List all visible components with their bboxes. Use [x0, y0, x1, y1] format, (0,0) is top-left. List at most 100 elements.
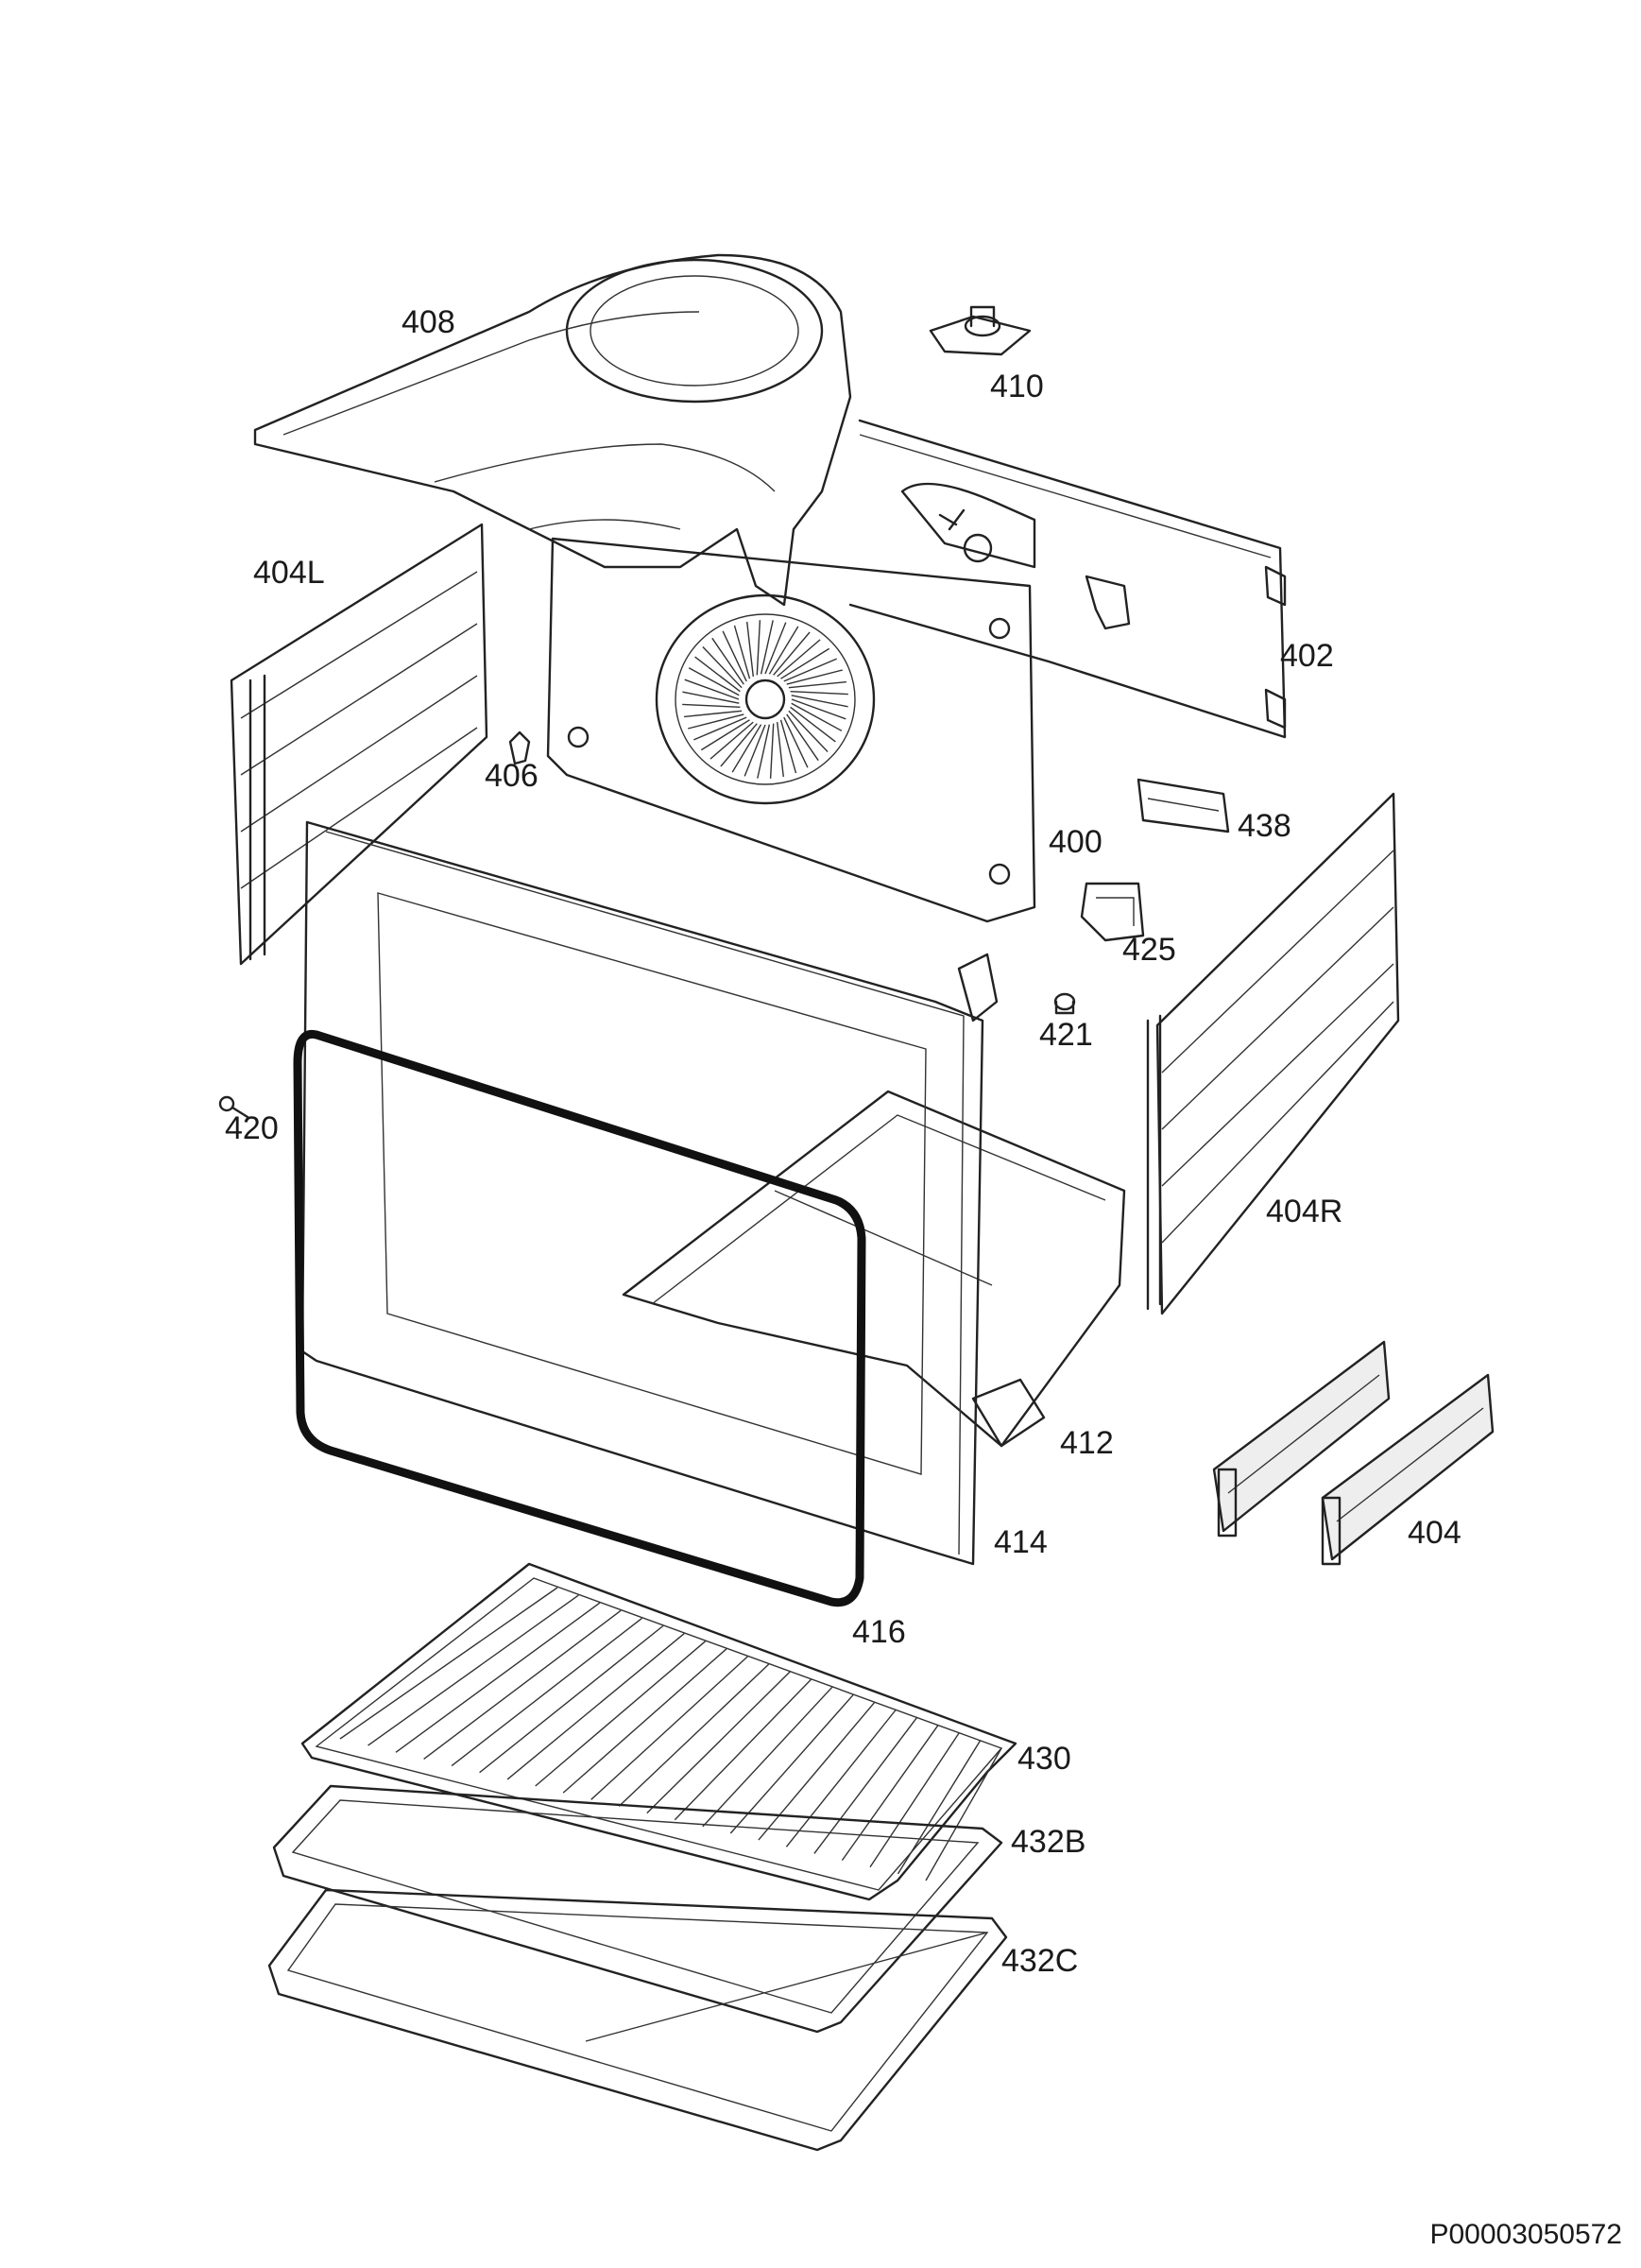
fan-blade — [760, 620, 774, 675]
label-400: 400 — [1049, 824, 1103, 860]
fan-blade — [791, 698, 846, 720]
fan-blade — [786, 713, 819, 762]
fan-blade — [733, 625, 751, 679]
rack-wire — [702, 1686, 833, 1828]
fan-blade — [744, 724, 766, 777]
rack-wire — [423, 1609, 622, 1760]
fan-blade — [786, 669, 843, 685]
label-414: 414 — [994, 1524, 1048, 1560]
part-404-telescopic-runners — [1212, 1340, 1495, 1566]
rack-wire — [646, 1671, 791, 1814]
label-404: 404 — [1408, 1515, 1462, 1551]
part-412-cavity-frame — [622, 1090, 1126, 1448]
label-432C: 432C — [1001, 1943, 1078, 1979]
part-432C-deep-tray — [267, 1888, 1008, 2152]
part-420-screw — [218, 1095, 249, 1119]
fan-blade — [788, 710, 829, 752]
part-438-bracket — [1137, 778, 1230, 833]
fan-blade — [788, 680, 846, 689]
fan-blade — [791, 695, 848, 708]
label-438: 438 — [1238, 808, 1291, 844]
rack-wire — [535, 1641, 707, 1787]
rack-wire — [758, 1701, 876, 1841]
rack-wires — [339, 1587, 1002, 1881]
fan-blade — [682, 703, 741, 708]
label-432B: 432B — [1011, 1824, 1085, 1860]
fan-blade — [764, 622, 787, 675]
fan-blade — [757, 724, 771, 779]
fan-blade — [769, 723, 775, 779]
fan-blade — [702, 646, 743, 689]
rack-wire — [785, 1710, 897, 1847]
label-421: 421 — [1039, 1017, 1093, 1053]
rack-wire — [869, 1732, 960, 1868]
fan-blade — [779, 719, 797, 774]
fan-blade — [780, 647, 830, 679]
rack-wire — [618, 1663, 770, 1807]
label-416: 416 — [852, 1614, 906, 1650]
rack-wire — [674, 1678, 812, 1821]
rack-wire — [841, 1725, 939, 1862]
label-408: 408 — [402, 304, 455, 340]
label-425: 425 — [1122, 932, 1176, 968]
fan-blade — [709, 721, 754, 760]
part-402-rear-panel — [848, 419, 1287, 739]
fan-blade — [777, 639, 821, 678]
label-430: 430 — [1017, 1741, 1071, 1777]
fan-blade — [773, 631, 811, 676]
part-400-back-plate — [546, 537, 1036, 923]
label-412: 412 — [1060, 1425, 1114, 1461]
label-402: 402 — [1280, 638, 1334, 674]
rack-wire — [813, 1717, 918, 1854]
fan-blade — [790, 706, 836, 743]
label-404R: 404R — [1266, 1194, 1342, 1229]
part-414-door-frame — [300, 820, 999, 1566]
fan-blade — [777, 722, 784, 778]
part-416-door-gasket — [293, 1029, 866, 1607]
rack-wire — [368, 1594, 579, 1746]
label-404L: 404L — [253, 555, 325, 591]
rack-wire — [562, 1648, 727, 1794]
document-id: P00003050572 — [1429, 2219, 1622, 2250]
part-410-motor-mount — [929, 305, 1032, 356]
fan-blade — [783, 658, 837, 682]
rack-wire — [395, 1602, 601, 1753]
fan-blade — [791, 702, 843, 731]
fan-blade — [720, 723, 758, 767]
fan-blade — [688, 667, 740, 696]
fan-blade — [731, 724, 762, 773]
label-406: 406 — [485, 758, 538, 794]
fan-blade — [682, 691, 740, 704]
fan-blade — [684, 679, 740, 700]
fan-blade — [756, 620, 761, 676]
part-425-catch — [1080, 882, 1145, 942]
part-404L-left-shelf-rail — [230, 523, 488, 966]
rack-wire — [590, 1656, 748, 1800]
fan-blade — [693, 716, 747, 741]
fan-blade — [688, 713, 744, 730]
label-410: 410 — [990, 369, 1044, 404]
fan-blade — [694, 656, 741, 693]
rack-wire — [925, 1747, 1002, 1881]
fan-blade — [790, 691, 848, 696]
fan-blades — [682, 620, 848, 779]
part-408-fan-cover — [253, 253, 852, 607]
fan-blade — [783, 716, 809, 768]
fan-blade — [722, 630, 747, 682]
rack-wire — [897, 1740, 982, 1875]
part-432B-baking-tray — [272, 1784, 1003, 2034]
part-430-wire-rack — [300, 1562, 1017, 1901]
rack-wire — [479, 1624, 664, 1774]
part-404R-right-shelf-rail — [1146, 792, 1400, 1315]
part-406-clip — [508, 730, 531, 765]
fan-blade — [768, 626, 799, 675]
rack-wire — [729, 1693, 854, 1834]
rack-wire — [339, 1587, 558, 1740]
fan-blade — [746, 621, 754, 677]
fan-blade — [700, 719, 750, 751]
fan-blade — [684, 710, 743, 718]
rack-wire — [506, 1633, 685, 1780]
part-421-plug — [1053, 992, 1076, 1015]
rack-wire — [451, 1617, 642, 1767]
